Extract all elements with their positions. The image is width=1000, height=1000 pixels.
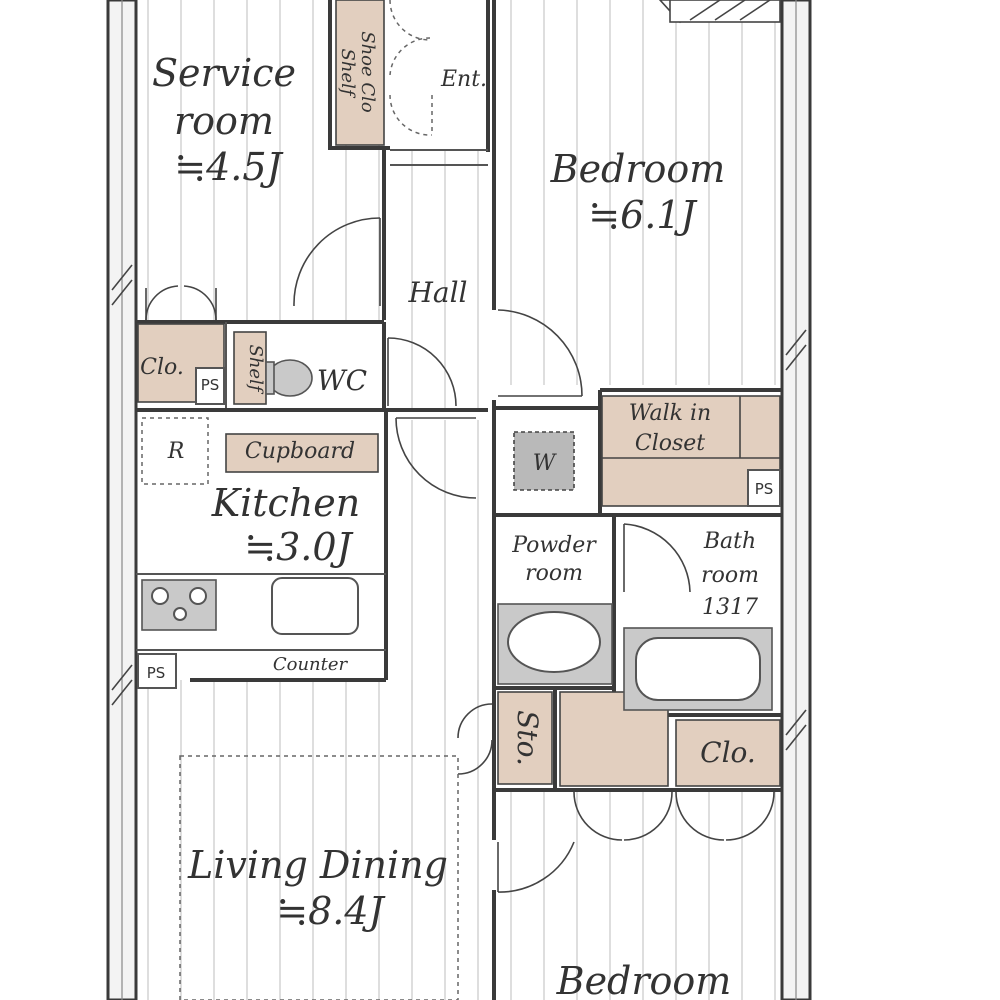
- shoe-shelf-label-1: Shoe Clo: [357, 31, 378, 113]
- interior-walls: [136, 0, 782, 1000]
- cupboard-label: Cupboard: [245, 439, 355, 464]
- ps-label-2: PS: [755, 480, 774, 498]
- service-room-size: ≒4.5J: [174, 145, 283, 189]
- wc-shelf-block: [233, 331, 267, 405]
- fridge-outline: [141, 417, 209, 485]
- kitchen-size: ≒3.0J: [244, 525, 353, 569]
- walk-in-closet-label-2: Closet: [635, 431, 705, 456]
- wc-shelf-label: Shelf: [245, 345, 266, 395]
- bedroom-top-size: ≒6.1J: [588, 193, 697, 237]
- kitchen-label: Kitchen: [211, 481, 361, 525]
- bath-room-label-2: room: [701, 563, 759, 588]
- bedroom-top-label: Bedroom: [550, 147, 726, 191]
- powder-room-label-2: room: [525, 561, 583, 586]
- fixtures: [137, 0, 781, 787]
- washer-label: W: [533, 451, 558, 476]
- bathtub-inner: [635, 637, 761, 701]
- closet-block-right-a: [559, 691, 669, 787]
- labels: Service room ≒4.5J Shoe Clo Shelf Ent. B…: [140, 31, 773, 1000]
- stove-top: [141, 579, 217, 631]
- ps-label-3: PS: [147, 664, 166, 682]
- closet-block-right-b: [675, 719, 781, 787]
- bedroom-bottom-label: Bedroom: [556, 959, 732, 1000]
- top-right-structure: [658, 0, 781, 24]
- ps-box-3: [137, 653, 177, 689]
- living-dining-area-outline: [179, 755, 459, 1000]
- storage-block: [497, 691, 553, 785]
- entrance-label: Ent.: [440, 67, 487, 92]
- washer-box: [513, 431, 575, 491]
- closet-right-label: Clo.: [700, 736, 756, 769]
- cupboard-block: [225, 433, 379, 473]
- ps-box-2: [747, 469, 781, 507]
- hall-label: Hall: [407, 276, 467, 309]
- shoe-shelf-label-2: Shelf: [337, 49, 358, 99]
- door-swings: [145, 0, 775, 893]
- bath-room-label-3: 1317: [702, 595, 758, 620]
- walk-in-closet-label-1: Walk in: [629, 401, 711, 426]
- outer-walls: [106, 0, 812, 1000]
- living-dining-label: Living Dining: [187, 843, 448, 887]
- fridge-label: R: [167, 439, 185, 464]
- living-dining-size: ≒8.4J: [276, 889, 385, 933]
- wash-basin: [507, 611, 601, 673]
- storage-label: Sto.: [511, 710, 544, 766]
- shoe-shelf-block: [335, 0, 385, 146]
- service-room-label-1: Service: [152, 51, 296, 95]
- powder-room-label-1: Powder: [511, 533, 597, 558]
- service-room-label-2: room: [174, 99, 274, 143]
- counter-label: Counter: [273, 654, 349, 675]
- bath-room-label-1: Bath: [703, 529, 756, 554]
- kitchen-sink: [271, 577, 359, 635]
- wc-label: WC: [317, 364, 367, 397]
- ps-label-1: PS: [201, 376, 220, 394]
- toilet-tank: [265, 361, 275, 395]
- ps-box-1: [195, 367, 225, 405]
- closet-small-label: Clo.: [140, 355, 184, 380]
- floor-texture: [136, 0, 782, 1000]
